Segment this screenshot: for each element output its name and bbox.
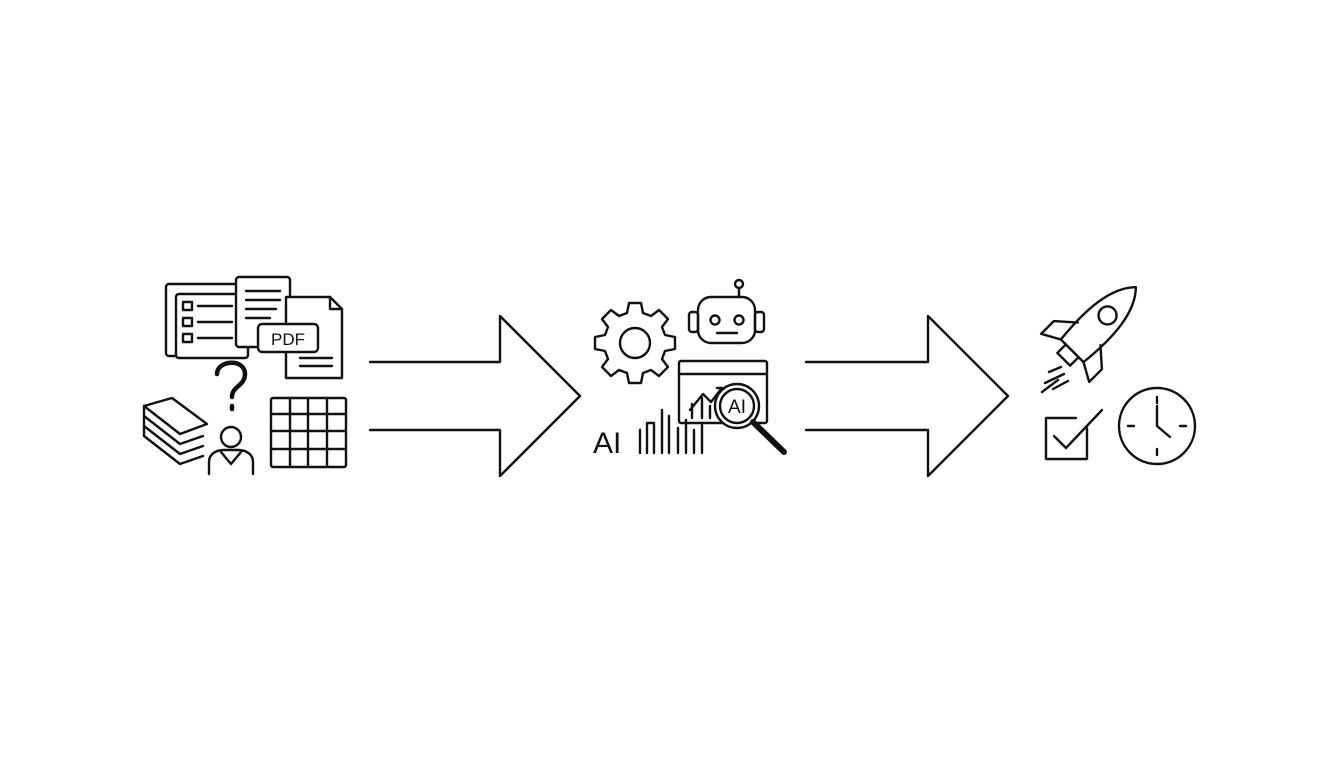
results-group (1039, 285, 1197, 466)
gear-icon (593, 301, 677, 385)
magnifier-ai-icon: AI (713, 382, 787, 455)
spreadsheet-grid-icon (269, 396, 348, 469)
robot-icon (687, 278, 766, 345)
magnifier-ai-label: AI (728, 397, 746, 418)
rocket-icon (1039, 285, 1138, 394)
input-sources-group: PDF (142, 275, 348, 476)
checkbox-icon (1044, 408, 1104, 461)
arrow-right-icon (804, 314, 1010, 478)
ai-text-label: AI (593, 427, 621, 460)
question-mark-icon (214, 360, 248, 412)
bar-chart-icon (638, 408, 704, 455)
pdf-label: PDF (271, 330, 305, 349)
person-icon (207, 425, 255, 476)
ai-processing-group: AI AI (593, 278, 787, 460)
paper-stack-icon (142, 396, 209, 466)
pdf-document-icon: PDF (256, 295, 344, 380)
clock-icon (1117, 386, 1197, 466)
arrow-right-icon (368, 314, 582, 478)
